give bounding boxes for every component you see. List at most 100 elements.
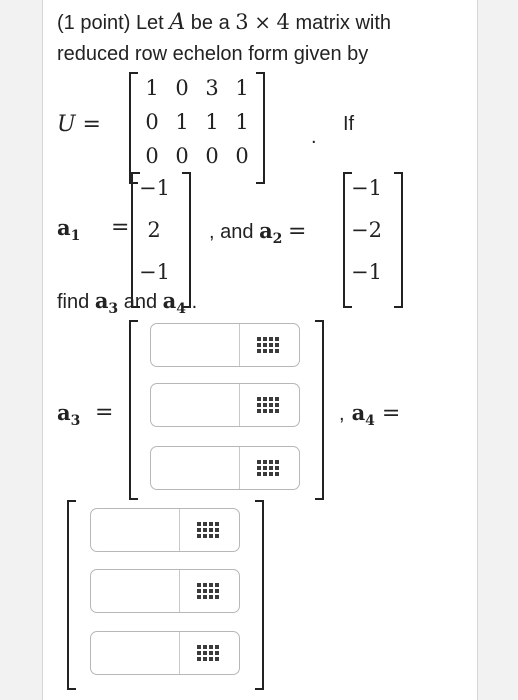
a3-symbol: a: [57, 400, 71, 425]
grid-icon[interactable]: [257, 397, 279, 413]
grid-icon-dot: [209, 589, 213, 593]
a1-label: a1: [57, 215, 80, 244]
a2-symbol: a: [259, 218, 273, 243]
u-matrix-entry: 1: [235, 76, 249, 100]
u-matrix-entry: 1: [205, 110, 219, 134]
a4-entry-2-input[interactable]: [97, 578, 177, 606]
a4-right-bracket: [255, 500, 264, 690]
grid-icon[interactable]: [257, 460, 279, 476]
grid-icon-dot: [269, 343, 273, 347]
a3-entry-3-input[interactable]: [157, 455, 237, 483]
grid-icon-dot: [269, 466, 273, 470]
a1-subscript: 1: [70, 228, 81, 244]
equals-sign: =: [82, 112, 101, 137]
a4-entry-2: [90, 569, 240, 613]
find-period: .: [191, 291, 198, 313]
a4-entry-1-input[interactable]: [97, 517, 177, 545]
grid-icon-dot: [263, 349, 267, 353]
u-matrix-entry: 3: [205, 76, 219, 100]
grid-icon-dot: [209, 534, 213, 538]
grid-icon-dot: [215, 595, 219, 599]
a3-entry-2: [150, 383, 300, 427]
grid-icon-dot: [263, 472, 267, 476]
grid-icon-dot: [203, 589, 207, 593]
find-a3-symbol: a: [94, 288, 109, 313]
rows-count: 3: [235, 10, 249, 34]
a3-label: a3: [57, 400, 80, 429]
text-and-2: and: [123, 291, 158, 313]
u-matrix-entry: 0: [175, 144, 189, 168]
u-symbol: U: [57, 112, 76, 137]
grid-icon-dot: [209, 595, 213, 599]
grid-icon-dot: [269, 337, 273, 341]
a1-vector-left-bracket: [131, 172, 140, 308]
grid-icon-dot: [257, 409, 261, 413]
grid-icon-dot: [203, 595, 207, 599]
grid-icon-dot: [215, 534, 219, 538]
text-find: find: [57, 291, 90, 313]
a4-entry-1: [90, 508, 240, 552]
a4-subscript: 4: [365, 413, 375, 429]
grid-icon-dot: [203, 645, 207, 649]
a3-left-bracket: [129, 320, 138, 500]
grid-icon-dot: [275, 343, 279, 347]
a1-vector-entry: −1: [139, 260, 170, 284]
a1-vector-right-bracket: [182, 172, 191, 308]
u-matrix-right-bracket: [256, 72, 265, 184]
text-matrix-with: matrix with: [295, 12, 392, 34]
grid-icon-dot: [197, 651, 201, 655]
grid-icon-dot: [257, 466, 261, 470]
a4-entry-3-input[interactable]: [97, 640, 177, 668]
grid-icon[interactable]: [197, 522, 219, 538]
grid-icon-dot: [275, 472, 279, 476]
grid-icon-dot: [257, 397, 261, 401]
grid-icon-dot: [269, 403, 273, 407]
grid-icon-dot: [269, 409, 273, 413]
grid-icon-dot: [263, 466, 267, 470]
a4-symbol: a: [351, 400, 366, 425]
grid-icon[interactable]: [197, 645, 219, 661]
grid-icon-dot: [215, 583, 219, 587]
grid-icon[interactable]: [257, 337, 279, 353]
grid-icon-dot: [203, 657, 207, 661]
cols-count: 4: [276, 10, 290, 34]
u-matrix-entry: 1: [145, 76, 159, 100]
grid-icon-dot: [275, 403, 279, 407]
grid-icon-dot: [203, 522, 207, 526]
grid-icon-dot: [203, 651, 207, 655]
find-a3-subscript: 3: [108, 301, 119, 317]
grid-icon-dot: [263, 343, 267, 347]
u-matrix-entry: 0: [145, 110, 159, 134]
a3-equals: =: [95, 400, 114, 425]
grid-icon-dot: [275, 460, 279, 464]
u-matrix-left-bracket: [129, 72, 138, 184]
a3-entry-1-input[interactable]: [157, 332, 237, 360]
u-period: .: [311, 126, 317, 148]
grid-icon[interactable]: [197, 583, 219, 599]
find-a3-label: a3: [94, 288, 118, 318]
grid-icon-dot: [215, 522, 219, 526]
u-matrix-entry: 0: [205, 144, 219, 168]
grid-icon-dot: [209, 651, 213, 655]
grid-icon-dot: [203, 583, 207, 587]
a1-equals: =: [111, 215, 130, 240]
grid-icon-dot: [209, 645, 213, 649]
grid-icon-dot: [197, 534, 201, 538]
a3-entry-2-input[interactable]: [157, 392, 237, 420]
a4-left-bracket: [67, 500, 76, 690]
a4-intro: , a4 =: [339, 400, 400, 429]
a1-vector-entry: −1: [139, 176, 170, 200]
grid-icon-dot: [269, 460, 273, 464]
grid-icon-dot: [197, 589, 201, 593]
grid-icon-dot: [215, 528, 219, 532]
a3-subscript: 3: [70, 413, 81, 429]
a2-vector-left-bracket: [343, 172, 352, 308]
grid-icon-dot: [275, 466, 279, 470]
times-symbol: ×: [254, 10, 271, 34]
find-a4-symbol: a: [162, 288, 177, 313]
grid-icon-dot: [257, 472, 261, 476]
a3-entry-2-divider: [239, 384, 240, 426]
grid-icon-dot: [209, 522, 213, 526]
a2-vector-entry: −2: [351, 218, 382, 242]
grid-icon-dot: [197, 595, 201, 599]
